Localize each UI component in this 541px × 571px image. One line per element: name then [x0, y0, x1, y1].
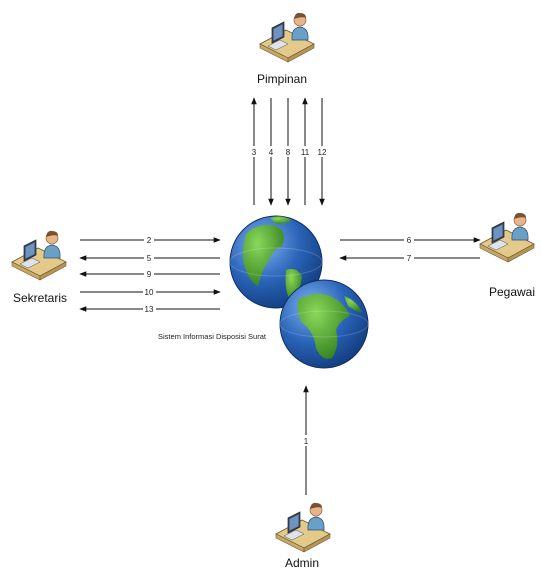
flow-label: 11 [301, 148, 310, 157]
flows-sekretaris: 2 5 9 10 13 [79, 235, 221, 314]
actor-sekretaris: Sekretaris [11, 230, 67, 305]
flow-label: 7 [407, 254, 412, 263]
flow-label: 9 [147, 270, 152, 279]
flow-label: 6 [407, 236, 412, 245]
actor-admin: Admin [275, 502, 331, 570]
actor-label-pegawai: Pegawai [489, 285, 535, 299]
actor-label-pimpinan: Pimpinan [257, 72, 307, 86]
actor-pegawai: Pegawai [479, 212, 535, 299]
flow-label: 2 [147, 236, 152, 245]
flows-pimpinan: 3 4 8 11 12 [249, 97, 328, 206]
flow-label: 12 [318, 148, 327, 157]
flow-label: 8 [286, 148, 291, 157]
flow-label: 3 [252, 148, 257, 157]
flow-label: 10 [145, 288, 154, 297]
flow-label: 1 [304, 437, 309, 446]
system-label: Sistem Informasi Disposisi Surat [158, 332, 267, 341]
globe-icon [229, 215, 323, 309]
globe-icon [279, 279, 369, 369]
flow-label: 4 [269, 148, 274, 157]
user-at-desk-icon [259, 12, 315, 63]
user-at-desk-icon [479, 212, 535, 263]
flows-pegawai: 6 7 [339, 235, 481, 263]
actor-label-sekretaris: Sekretaris [13, 291, 67, 305]
user-at-desk-icon [11, 230, 67, 281]
flows-admin: 1 [301, 385, 311, 495]
user-at-desk-icon [275, 502, 331, 553]
actor-pimpinan: Pimpinan [257, 12, 315, 86]
actor-label-admin: Admin [285, 556, 319, 570]
flow-label: 13 [145, 305, 154, 314]
system-globe: Sistem Informasi Disposisi Surat [158, 215, 369, 369]
flow-label: 5 [147, 254, 152, 263]
